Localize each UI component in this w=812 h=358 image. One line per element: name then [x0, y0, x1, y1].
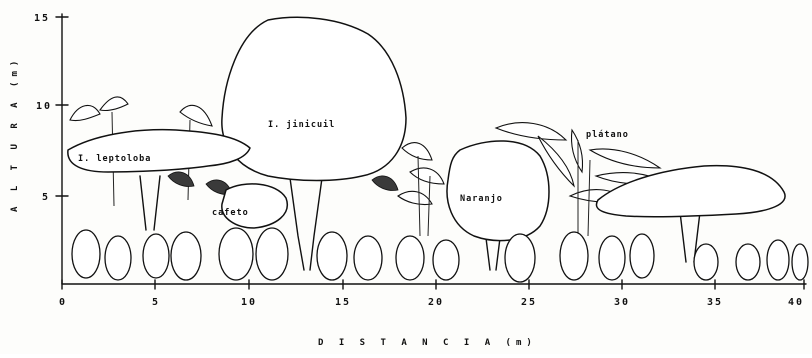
- x-axis: 0 5 10 15 20 25 30 35 40 D I S T A N C I…: [59, 280, 806, 348]
- plantain-leaf-icon: [410, 168, 444, 184]
- coffee-shrub-icon: [396, 236, 424, 280]
- y-tick-label-15: 15: [34, 13, 50, 24]
- coffee-shrub-icon: [219, 228, 253, 280]
- plantain-leaf-icon: [496, 123, 566, 140]
- plantain-leaf-icon: [571, 130, 582, 172]
- y-tick-label-10: 10: [36, 101, 52, 112]
- label-platano: plátano: [586, 130, 629, 140]
- x-tick-label-5: 5: [152, 297, 160, 308]
- coffee-shrub-icon: [354, 236, 382, 280]
- x-tick-label-10: 10: [241, 297, 257, 308]
- coffee-shrub-icon: [736, 244, 760, 280]
- coffee-shrub-icon: [505, 234, 535, 282]
- coffee-shrub-icon: [72, 230, 100, 278]
- plantain-leaves-center: [398, 143, 444, 236]
- naranjo-trunk: [486, 238, 500, 270]
- naranjo-crown-icon: [447, 141, 549, 241]
- x-tick-label-35: 35: [707, 297, 723, 308]
- coffee-shrub-icon: [630, 234, 654, 278]
- jinicuil-crown-icon: [222, 17, 406, 180]
- x-axis-title: D I S T A N C I A (m): [318, 338, 537, 348]
- coffee-shrub-icon: [792, 244, 808, 280]
- leptoloba-crown-icon: [68, 130, 250, 172]
- label-leptoloba: I. leptoloba: [78, 154, 151, 164]
- coffee-shrub-icon: [560, 232, 588, 280]
- coffee-shrub-icon: [105, 236, 131, 280]
- plantain-leaf-icon: [100, 97, 128, 111]
- coffee-shrub-icon: [317, 232, 347, 280]
- coffee-shrub-icon: [599, 236, 625, 280]
- cafeto-crown-icon: [222, 184, 287, 228]
- leaf-cluster-icon: [372, 176, 398, 191]
- leaf-cluster-icon: [168, 172, 194, 187]
- y-axis-title: A L T U R A (m): [10, 56, 20, 212]
- y-tick-label-5: 5: [42, 192, 50, 203]
- coffee-shrub-icon: [433, 240, 459, 280]
- plantain-leaf-icon: [398, 191, 432, 204]
- plantain-leaf-icon: [70, 105, 100, 120]
- label-cafeto: cafeto: [212, 208, 249, 218]
- coffee-shrub-icon: [694, 244, 718, 280]
- x-tick-label-15: 15: [335, 297, 351, 308]
- y-axis: 15 10 5 A L T U R A (m): [10, 13, 68, 284]
- plantain-leaf-icon: [590, 149, 660, 168]
- x-tick-label-40: 40: [788, 297, 804, 308]
- x-tick-label-0: 0: [59, 297, 67, 308]
- x-tick-label-25: 25: [521, 297, 537, 308]
- coffee-shrub-icon: [767, 240, 789, 280]
- leptoloba-trunk: [140, 176, 160, 230]
- label-jinicuil: I. jinicuil: [268, 119, 335, 130]
- x-tick-label-30: 30: [614, 297, 630, 308]
- coffee-shrub-icon: [256, 228, 288, 280]
- x-tick-label-20: 20: [428, 297, 444, 308]
- plantain-leaf-icon: [402, 143, 432, 160]
- plantain-leaf-icon: [180, 105, 212, 126]
- label-naranjo: Naranjo: [460, 193, 503, 204]
- coffee-shrub-icon: [143, 234, 169, 278]
- coffee-shrub-icon: [171, 232, 201, 280]
